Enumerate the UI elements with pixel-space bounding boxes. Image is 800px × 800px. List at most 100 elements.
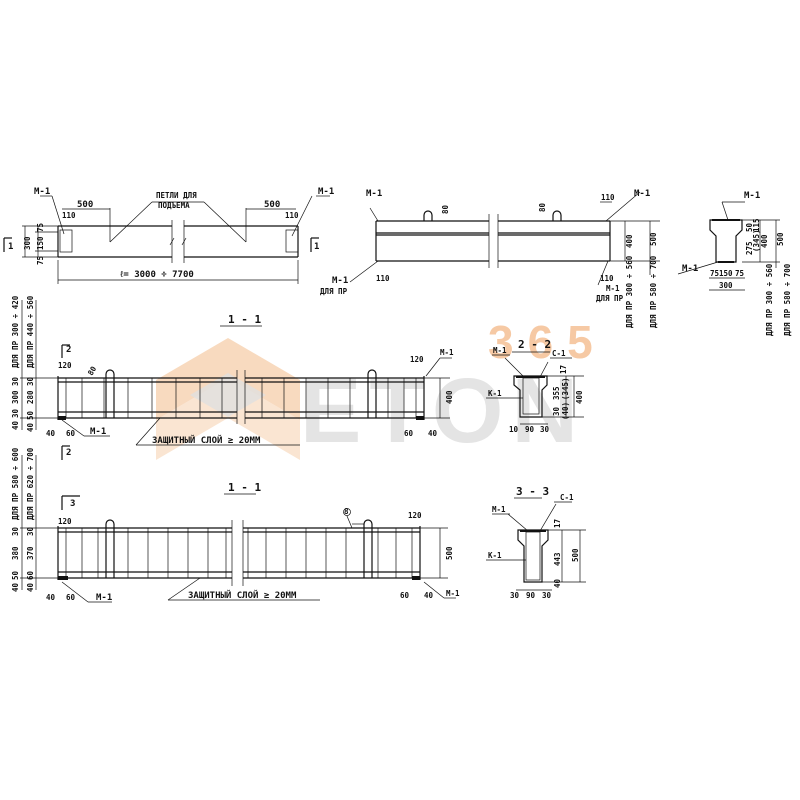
side-dim-110-bottom-right: 110 bbox=[600, 274, 614, 283]
side-mark-m1-top-right: М-1 bbox=[634, 189, 650, 199]
s11l-left-dims-a-3: 30 bbox=[11, 526, 20, 536]
side-loop-dim-left: 80 bbox=[441, 204, 450, 214]
s11l-range-1: ДЛЯ ПР 580 ÷ 600 bbox=[11, 447, 20, 520]
s22-dim-30: 30 bbox=[552, 406, 561, 416]
s11l-height-500: 500 bbox=[445, 546, 454, 560]
watermark-logo-icon bbox=[156, 338, 300, 460]
s11l-dim-60-right: 60 bbox=[400, 591, 410, 600]
s11l-dim-60: 60 bbox=[66, 593, 76, 602]
s11l-cut-mark: 3 bbox=[70, 499, 75, 509]
s33-dim-443: 443 bbox=[553, 552, 562, 566]
s22-height-400: 400 bbox=[575, 390, 584, 404]
s11l-mark-m1-left: М-1 bbox=[96, 593, 112, 603]
elevation-view bbox=[3, 195, 330, 284]
s33-dim-30: 30 bbox=[510, 591, 520, 600]
s11l-dim-120-left: 120 bbox=[58, 517, 72, 526]
s11l-left-dims-a-2: 380 bbox=[11, 546, 20, 560]
s11u-dim-40: 40 bbox=[46, 429, 56, 438]
cross-dim-300: 300 bbox=[719, 281, 733, 290]
elevation-dim-75-top: 75 bbox=[36, 223, 45, 232]
s11u-range-2: ДЛЯ ПР 440 ÷ 560 bbox=[26, 295, 35, 368]
s33-dim-40: 40 bbox=[553, 578, 562, 588]
s33-dim-30b: 30 bbox=[542, 591, 552, 600]
elevation-dim-110-right: 110 bbox=[285, 211, 299, 220]
elevation-section-mark: 1 bbox=[8, 242, 13, 252]
cross-mark-m1-top: М-1 bbox=[744, 191, 760, 201]
cross-height-400: 400 bbox=[760, 234, 769, 248]
elevation-dim-110-left: 110 bbox=[62, 211, 76, 220]
s11u-left-dims-b-3: 30 bbox=[26, 376, 35, 386]
s33-dim-90: 90 bbox=[526, 591, 536, 600]
s11l-protective-layer: ЗАЩИТНЫЙ СЛОЙ ≥ 20ММ bbox=[188, 589, 297, 601]
side-dim-110-top: 110 bbox=[601, 193, 615, 202]
s22-dim-17: 17 bbox=[559, 365, 568, 374]
section-2-2 bbox=[486, 351, 584, 425]
s11u-dim-120-left: 120 bbox=[58, 361, 72, 370]
s11u-mark-m1-right: М-1 bbox=[440, 348, 454, 357]
s22-dim-40: (40) bbox=[561, 402, 570, 420]
s11u-dim-60: 60 bbox=[66, 429, 76, 438]
elevation-loops-label-2: ПОДЪЕМА bbox=[158, 201, 190, 210]
elevation-section-mark-right: 1 bbox=[314, 242, 319, 252]
s11l-left-dims-b-2: 370 bbox=[26, 546, 35, 560]
cross-dim-75-right: 75 bbox=[735, 269, 744, 278]
side-view bbox=[349, 191, 660, 286]
s11u-dim-40-right: 40 bbox=[428, 429, 438, 438]
s22-mark-s1: С-1 bbox=[552, 349, 566, 358]
s11u-left-dims-a-1: 30 bbox=[11, 408, 20, 418]
cross-height-500: 500 bbox=[776, 232, 785, 246]
s11l-callout: 8 bbox=[344, 507, 349, 516]
s33-height-500: 500 bbox=[571, 548, 580, 562]
s11l-left-dims-b-1: 60 bbox=[26, 570, 35, 580]
elevation-height-300: 300 bbox=[23, 236, 32, 250]
side-loop-dim-right: 80 bbox=[538, 202, 547, 212]
s11l-dim-40: 40 bbox=[46, 593, 56, 602]
side-height-500: 500 bbox=[649, 232, 658, 246]
section-3-3-title: 3 - 3 bbox=[516, 485, 549, 498]
s22-dim-90: 90 bbox=[525, 425, 535, 434]
stirrups-upper-right bbox=[261, 378, 417, 418]
s33-mark-s1: С-1 bbox=[560, 493, 574, 502]
cross-mark-m1-bottom: М-1 bbox=[682, 264, 698, 274]
cross-dim-115: 115 bbox=[752, 218, 761, 232]
s22-mark-m1: М-1 bbox=[493, 346, 507, 355]
s11u-cut-mark: 2 bbox=[66, 345, 71, 355]
side-mark-m1-bottom-left-note: ДЛЯ ПР bbox=[320, 287, 348, 296]
section-1-1-lower bbox=[20, 455, 456, 603]
stirrups-lower-left bbox=[65, 528, 227, 578]
s11l-left-dims-b-0: 40 bbox=[26, 582, 35, 592]
side-mark-m1-top-left: М-1 bbox=[366, 189, 382, 199]
cross-section-view bbox=[677, 201, 780, 291]
cross-dim-50: 50 bbox=[745, 222, 754, 232]
s11u-height-400: 400 bbox=[445, 390, 454, 404]
s22-dim-355: 355 bbox=[552, 386, 561, 400]
elevation-dim-500-right: 500 bbox=[264, 200, 280, 210]
s11u-range-1: ДЛЯ ПР 300 ÷ 420 bbox=[11, 295, 20, 368]
s22-dim-10: 10 bbox=[509, 425, 519, 434]
s11u-protective-layer: ЗАЩИТНЫЙ СЛОЙ ≥ 20ММ bbox=[152, 434, 261, 446]
s11l-dim-120-right: 120 bbox=[408, 511, 422, 520]
side-mark-m1-bottom-right-note: ДЛЯ ПР bbox=[596, 294, 624, 303]
s11u-dim-80: 80 bbox=[86, 364, 99, 377]
s11l-dim-40-right: 40 bbox=[424, 591, 434, 600]
s33-mark-m1: М-1 bbox=[492, 505, 506, 514]
section-1-1-lower-title: 1 - 1 bbox=[228, 481, 261, 494]
side-mark-m1-bottom-right: М-1 bbox=[606, 284, 620, 293]
s11l-left-dims-a-1: 50 bbox=[11, 570, 20, 580]
side-range-500: ДЛЯ ПР 580 ÷ 700 bbox=[649, 255, 658, 328]
s11u-left-dims-b-1: 50 bbox=[26, 410, 35, 420]
cross-dim-275: 275 bbox=[745, 241, 754, 255]
side-dim-110-bottom-left: 110 bbox=[376, 274, 390, 283]
stirrups-upper-left bbox=[65, 378, 223, 418]
elevation-length-label: ℓ= 3000 ÷ 7700 bbox=[120, 270, 194, 280]
s11l-mark-m1-right: М-1 bbox=[446, 589, 460, 598]
s11u-dim-60-right: 60 bbox=[404, 429, 414, 438]
s33-dim-17: 17 bbox=[553, 519, 562, 528]
section-1-1-upper-title: 1 - 1 bbox=[228, 313, 261, 326]
elevation-mark-m1-right: М-1 bbox=[318, 187, 334, 197]
side-range-400: ДЛЯ ПР 300 ÷ 560 bbox=[625, 255, 634, 328]
s11u-left-dims-a-0: 40 bbox=[11, 420, 20, 430]
cross-dim-150: 150 bbox=[719, 269, 733, 278]
s11u-left-dims-a-3: 30 bbox=[11, 376, 20, 386]
s11u-left-dims-b-0: 40 bbox=[26, 422, 35, 432]
